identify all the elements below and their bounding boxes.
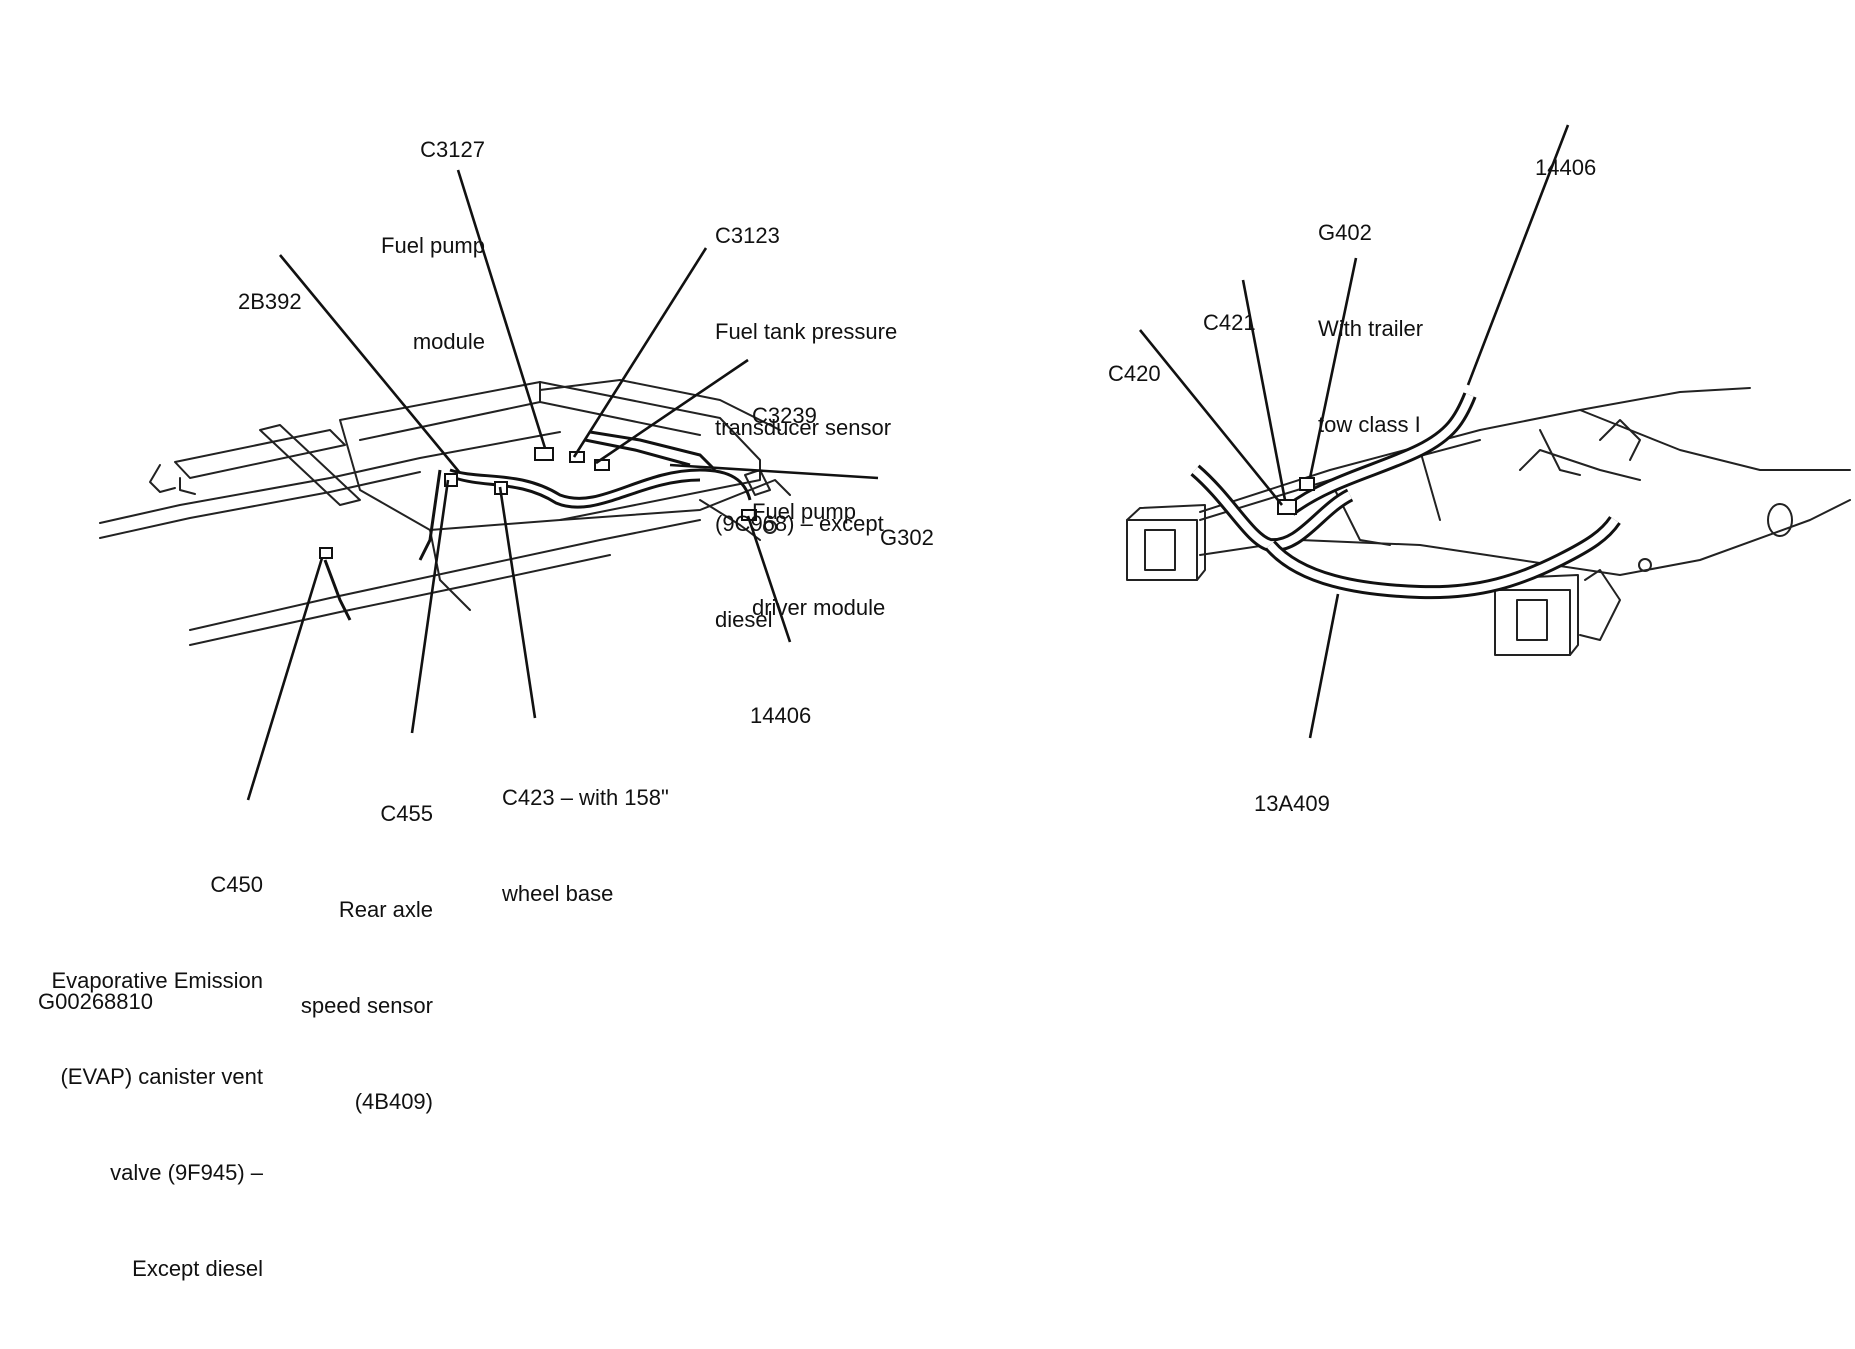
label-g302: G302 [880,458,960,618]
label-c3123-line2: Fuel tank pressure [715,319,898,344]
label-c421-line1: C421 [1203,310,1256,335]
label-14406-right-line1: 14406 [1535,155,1597,180]
label-14406-left: 14406 [750,636,840,796]
label-c450-line2: Evaporative Emission [51,968,263,993]
label-c455-line1: C455 [380,801,433,826]
label-13a409: 13A409 [1254,724,1364,884]
label-c3239: C3239 Fuel pump driver module [752,336,922,688]
label-2b392-line1: 2B392 [238,289,302,314]
label-c3123-line4: (9C968) – except [715,511,884,536]
label-c450-line5: Except diesel [132,1256,263,1281]
label-c423-line2: wheel base [502,881,614,906]
label-c455: C455 Rear axle speed sensor (4B409) [288,734,433,1182]
label-c420: C420 [1108,294,1188,454]
label-c3123-line3: transducer sensor [715,415,892,440]
label-c450-line1: C450 [210,872,263,897]
diagram-artwork [99,124,1851,801]
label-c3127: C3127 Fuel pump module [360,70,485,422]
label-c421: C421 [1203,243,1283,403]
figure-id: G00268810 [38,989,153,1014]
label-c3123: C3123 Fuel tank pressure transducer sens… [715,156,945,700]
label-c450-line3: (EVAP) canister vent [60,1064,263,1089]
label-c3239-line2: Fuel pump [752,499,856,524]
label-g402-line2: With trailer [1318,316,1424,341]
label-2b392: 2B392 [238,222,328,382]
label-c3239-line3: driver module [752,595,886,620]
label-c455-line4: (4B409) [354,1089,433,1114]
label-g402-line1: G402 [1318,220,1372,245]
label-13a409-line1: 13A409 [1254,791,1330,816]
label-c455-line2: Rear axle [338,897,433,922]
label-c3239-line1: C3239 [752,403,817,428]
label-g402-line3: tow class I [1318,412,1421,437]
label-c3127-line2: Fuel pump [381,233,485,258]
left-harness [319,430,757,621]
label-c420-line1: C420 [1108,361,1161,386]
label-c3123-line5: diesel [715,607,773,632]
label-c450: C450 Evaporative Emission (EVAP) caniste… [30,805,263,1349]
wiring-diagram: C3127 Fuel pump module C3123 Fuel tank p… [38,70,1851,1281]
right-leader-lines [1138,124,1570,739]
label-c423-line1: C423 – with 158" [502,785,669,810]
right-harness [1190,392,1621,600]
label-14406-right: 14406 [1535,88,1625,248]
label-c423: C423 – with 158" wheel base [502,718,702,974]
label-c3123-line1: C3123 [715,223,780,248]
left-leader-lines [246,169,879,801]
label-c3127-line3: module [412,329,485,354]
label-c455-line3: speed sensor [300,993,433,1018]
label-c450-line4: valve (9F945) – [110,1160,263,1185]
label-14406-left-line1: 14406 [750,703,812,728]
label-g302-line1: G302 [880,525,934,550]
label-g402: G402 With trailer tow class I [1318,153,1478,505]
label-c3127-line1: C3127 [420,137,485,162]
